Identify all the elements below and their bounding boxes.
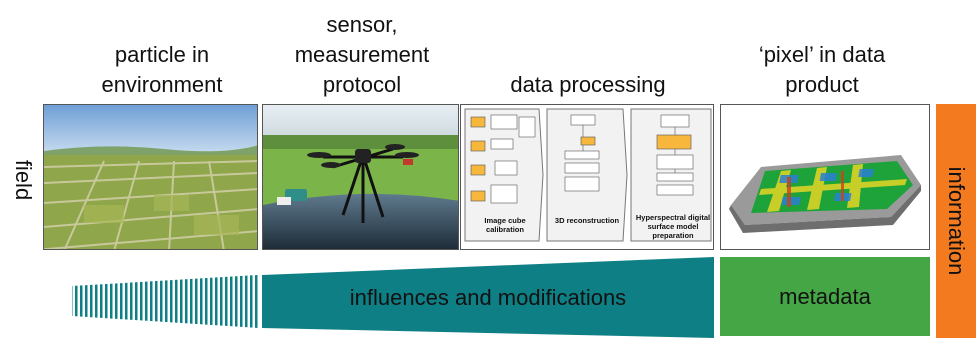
step-reconstruction: 3D reconstruction bbox=[554, 216, 620, 225]
step-dsm: Hyperspectral digital surface model prep… bbox=[635, 213, 711, 240]
metadata-box: metadata bbox=[720, 257, 930, 336]
header-sensor-line3: protocol bbox=[322, 72, 402, 97]
header-particle: particle in environment bbox=[62, 40, 262, 100]
metadata-label: metadata bbox=[779, 283, 871, 309]
teal-trapezoid bbox=[262, 257, 714, 338]
header-sensor-line2: measurement bbox=[294, 42, 430, 67]
header-pixel: ‘pixel’ in data product bbox=[710, 40, 934, 100]
header-pixel-line1: ‘pixel’ in data bbox=[758, 42, 886, 67]
influences-label: influences and modifications bbox=[349, 285, 627, 310]
striped-wedge bbox=[72, 275, 258, 328]
header-particle-line2: environment bbox=[101, 72, 223, 97]
header-pixel-line2: product bbox=[785, 72, 859, 97]
drone-photo bbox=[262, 104, 459, 250]
information-bar: information bbox=[936, 104, 976, 338]
header-sensor: sensor, measurement protocol bbox=[262, 10, 462, 100]
header-particle-line1: particle in bbox=[114, 42, 210, 67]
header-processing-line1: data processing bbox=[510, 72, 666, 97]
step-calibration: Image cube calibration bbox=[484, 216, 526, 234]
field-photo bbox=[43, 104, 258, 250]
header-sensor-line1: sensor, bbox=[326, 12, 398, 37]
processing-diagram: Image cube calibration 3D reconstruction… bbox=[460, 104, 714, 250]
header-processing: data processing bbox=[460, 70, 716, 100]
data-product-image bbox=[720, 104, 930, 250]
